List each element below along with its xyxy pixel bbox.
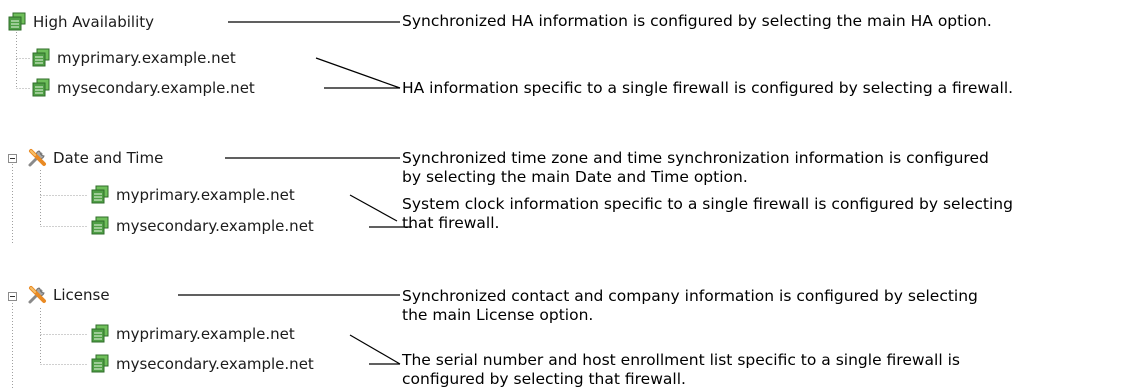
tree-node-myprimary[interactable]: myprimary.example.net [31,47,236,69]
tree-node-license[interactable]: License [27,284,110,306]
server-icon [91,354,109,373]
tree-node-date-and-time[interactable]: Date and Time [27,147,163,169]
callout-text: System clock information specific to a s… [402,195,1013,232]
server-icon [91,216,109,235]
tools-icon [28,286,46,304]
callout-text: Synchronized HA information is configure… [402,12,992,30]
server-icon [8,12,26,31]
node-label: License [53,286,110,304]
node-label: mysecondary.example.net [116,217,314,235]
tree-node-mysecondary[interactable]: mysecondary.example.net [90,353,314,375]
callout-text: The serial number and host enrollment li… [402,351,960,388]
node-label: myprimary.example.net [116,325,295,343]
node-label: myprimary.example.net [57,49,236,67]
tools-icon [28,149,46,167]
node-label: mysecondary.example.net [116,355,314,373]
server-icon [32,48,50,67]
node-label: High Availability [33,13,155,31]
tree-node-myprimary[interactable]: myprimary.example.net [90,184,295,206]
server-icon [91,324,109,343]
callout-text: HA information specific to a single fire… [402,79,1014,97]
node-label: mysecondary.example.net [57,79,255,97]
collapse-toggle-license[interactable] [8,292,17,301]
tree-node-mysecondary[interactable]: mysecondary.example.net [31,77,255,99]
server-icon [32,78,50,97]
server-icon [91,185,109,204]
tree-node-mysecondary[interactable]: mysecondary.example.net [90,215,314,237]
node-label: myprimary.example.net [116,186,295,204]
tree-node-myprimary[interactable]: myprimary.example.net [90,323,295,345]
callout-text: Synchronized time zone and time synchron… [402,149,989,186]
node-label: Date and Time [53,149,164,167]
tree-node-high-availability[interactable]: High Availability [7,11,154,33]
collapse-toggle-date-and-time[interactable] [8,154,17,163]
callout-text: Synchronized contact and company informa… [402,287,978,324]
